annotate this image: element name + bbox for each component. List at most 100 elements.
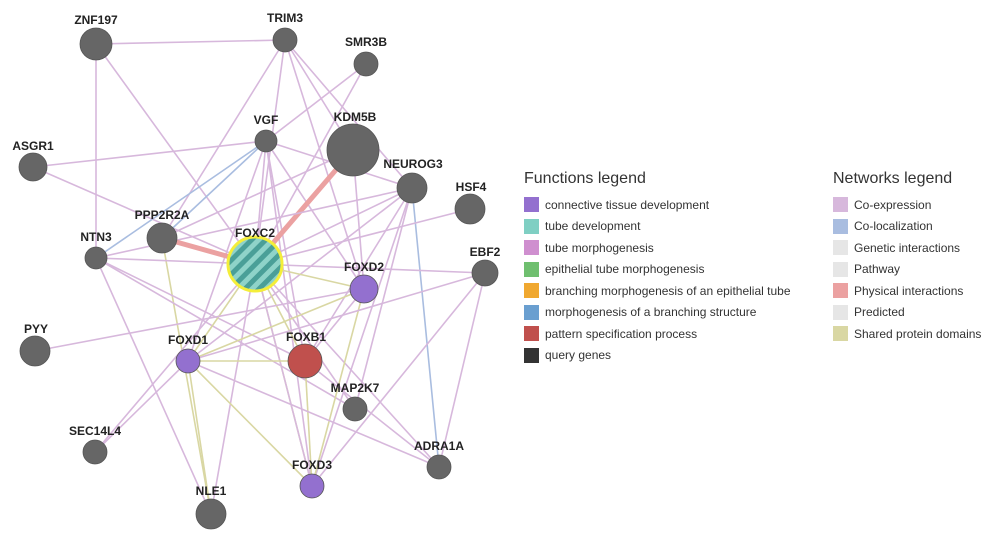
functions-legend: Functions legend connective tissue devel… (524, 170, 791, 366)
node-asgr1[interactable] (18, 152, 48, 182)
functions-legend-item: tube morphogenesis (524, 237, 791, 259)
edge-neurog3-foxc2 (254, 187, 413, 265)
node-smr3b[interactable] (353, 51, 379, 77)
node-adra1a[interactable] (426, 454, 452, 480)
edge-foxc2-adra1a (254, 263, 440, 468)
node-label-pyy: PYY (24, 322, 48, 336)
edge-trim3-foxc2 (254, 39, 286, 265)
edge-znf197-trim3 (95, 39, 286, 45)
edge-foxd1-ebf2 (187, 272, 486, 362)
node-ppp2r2a[interactable] (146, 222, 178, 254)
node-ebf2[interactable] (471, 259, 499, 287)
functions-legend-swatch (524, 261, 539, 277)
functions-legend-label: tube development (545, 219, 641, 234)
node-sec14l4[interactable] (82, 439, 108, 465)
edge-adra1a-foxd1 (187, 360, 440, 468)
networks-legend-swatch (833, 197, 848, 213)
edge-neurog3-ntn3 (95, 187, 413, 259)
functions-legend-swatch (524, 283, 539, 299)
node-label-foxb1: FOXB1 (286, 330, 326, 344)
functions-legend-title: Functions legend (524, 170, 646, 187)
networks-legend-item: Pathway (833, 259, 981, 281)
networks-legend-label: Co-expression (854, 197, 932, 212)
node-trim3[interactable] (272, 27, 298, 53)
functions-legend-label: pattern specification process (545, 326, 698, 341)
node-foxd1[interactable] (175, 348, 201, 374)
edge-neurog3-foxb1 (304, 187, 413, 362)
networks-legend-item: Predicted (833, 302, 981, 324)
node-kdm5b[interactable] (326, 123, 380, 177)
node-neurog3[interactable] (396, 172, 428, 204)
edge-foxd1-foxd3 (187, 360, 313, 487)
node-label-nle1: NLE1 (196, 484, 227, 498)
functions-legend-swatch (524, 218, 539, 234)
edge-foxc2-ebf2 (254, 263, 486, 274)
node-label-neurog3: NEUROG3 (383, 157, 443, 171)
edge-ntn3-foxb1 (95, 257, 306, 362)
edge-vgf-foxd2 (265, 140, 365, 290)
node-label-foxd1: FOXD1 (168, 333, 208, 347)
networks-legend-item: Shared protein domains (833, 323, 981, 345)
edge-smr3b-vgf (265, 63, 367, 142)
node-hsf4[interactable] (454, 193, 486, 225)
edge-vgf-ntn3 (95, 140, 267, 259)
networks-legend-swatch (833, 240, 848, 256)
edge-ntn3-nle1 (95, 257, 212, 515)
node-foxd3[interactable] (299, 473, 325, 499)
node-foxb1[interactable] (287, 343, 323, 379)
node-label-hsf4: HSF4 (456, 180, 487, 194)
networks-legend-title: Networks legend (833, 170, 953, 187)
networks-legend-swatch (833, 218, 848, 234)
functions-legend-item: epithelial tube morphogenesis (524, 259, 791, 281)
node-label-adra1a: ADRA1A (414, 439, 464, 453)
node-foxc2[interactable] (226, 235, 284, 293)
node-nle1[interactable] (195, 498, 227, 530)
node-label-foxc2: FOXC2 (235, 226, 275, 240)
edge-foxd1-nle1 (187, 360, 212, 515)
nodes (18, 27, 499, 530)
node-label-sec14l4: SEC14L4 (69, 424, 121, 438)
node-label-asgr1: ASGR1 (12, 139, 54, 153)
node-label-kdm5b: KDM5B (334, 110, 377, 124)
edge-vgf-foxd1 (187, 140, 267, 362)
node-znf197[interactable] (79, 27, 113, 61)
functions-legend-label: morphogenesis of a branching structure (545, 305, 757, 320)
functions-legend-list: connective tissue development tube develo… (524, 194, 791, 366)
functions-legend-swatch (524, 347, 539, 363)
functions-legend-item: connective tissue development (524, 194, 791, 216)
functions-legend-swatch (524, 240, 539, 256)
functions-legend-label: connective tissue development (545, 197, 710, 212)
networks-legend-item: Co-expression (833, 194, 981, 216)
edge-asgr1-foxc2 (32, 166, 256, 265)
functions-legend-item: morphogenesis of a branching structure (524, 302, 791, 324)
edge-foxd2-foxd1 (187, 288, 365, 362)
edge-vgf-ppp2r2a (161, 140, 267, 239)
edges (32, 39, 486, 515)
node-pyy[interactable] (19, 335, 51, 367)
node-ntn3[interactable] (84, 246, 108, 270)
functions-legend-item: tube development (524, 216, 791, 238)
node-label-trim3: TRIM3 (267, 11, 303, 25)
node-foxd2[interactable] (349, 274, 379, 304)
functions-legend-item: pattern specification process (524, 323, 791, 345)
functions-legend-label: query genes (545, 348, 612, 363)
functions-legend-label: tube morphogenesis (545, 240, 654, 255)
functions-legend-item: branching morphogenesis of an epithelial… (524, 280, 791, 302)
edge-znf197-foxc2 (95, 43, 256, 265)
edge-neurog3-adra1a (411, 187, 440, 468)
node-vgf[interactable] (254, 129, 278, 153)
node-label-vgf: VGF (254, 113, 279, 127)
edge-foxc2-foxd3 (254, 263, 313, 487)
node-map2k7[interactable] (342, 396, 368, 422)
edge-trim3-ppp2r2a (161, 39, 286, 239)
functions-legend-item: query genes (524, 345, 791, 367)
node-label-znf197: ZNF197 (74, 13, 118, 27)
networks-legend-label: Predicted (854, 305, 905, 320)
edge-adra1a-foxb1 (304, 360, 440, 468)
networks-legend-swatch (833, 261, 848, 277)
node-label-foxd2: FOXD2 (344, 260, 384, 274)
edge-ebf2-adra1a (438, 272, 486, 468)
